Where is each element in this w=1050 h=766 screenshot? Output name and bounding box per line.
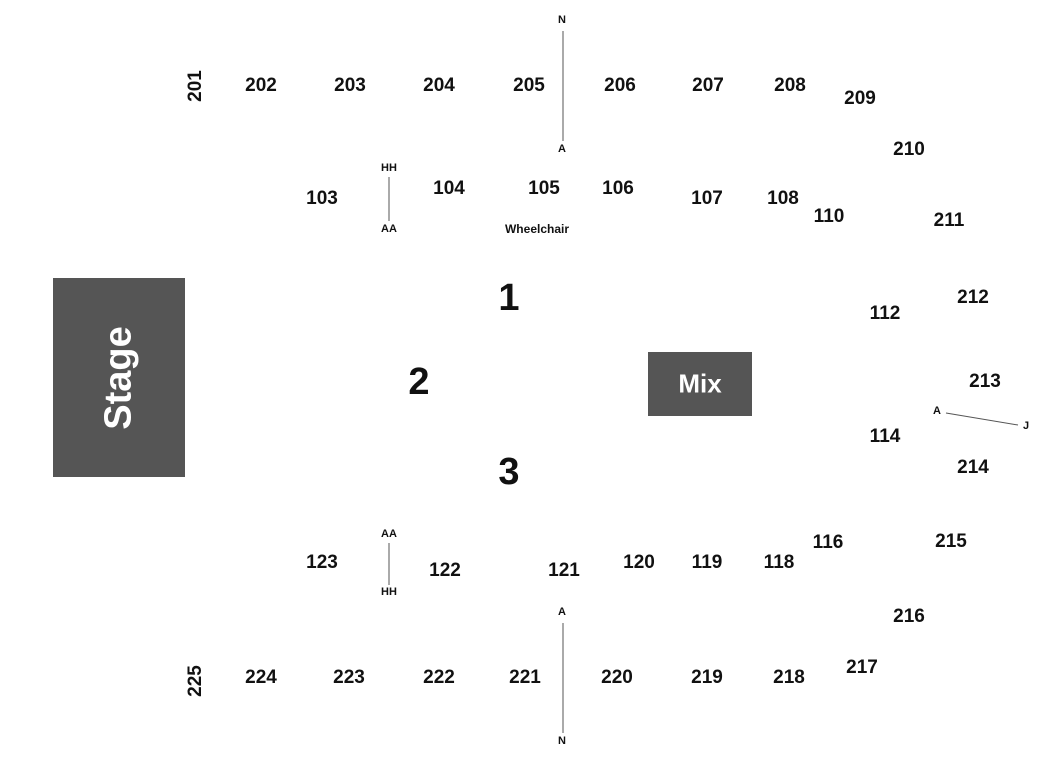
row-line-right-side (945, 412, 1019, 426)
floor-zone-1[interactable]: 1 (498, 277, 520, 319)
floor-zone-2[interactable]: 2 (408, 361, 430, 403)
mix-label: Mix (678, 368, 722, 399)
section-210[interactable]: 210 (893, 139, 925, 160)
wheelchair-label: Wheelchair (504, 222, 570, 236)
stage-label: Stage (97, 325, 140, 430)
section-206[interactable]: 206 (604, 75, 636, 96)
row-marker-lower-hh: HH (381, 586, 397, 598)
section-114[interactable]: 114 (869, 426, 901, 447)
section-103[interactable]: 103 (306, 188, 338, 209)
row-marker-top-a: A (558, 143, 566, 155)
section-220[interactable]: 220 (601, 667, 633, 688)
section-221[interactable]: 221 (509, 667, 541, 688)
section-209[interactable]: 209 (844, 88, 876, 109)
section-112[interactable]: 112 (869, 303, 901, 324)
section-205[interactable]: 205 (513, 75, 545, 96)
row-marker-top-n: N (558, 14, 566, 26)
floor-zone-3[interactable]: 3 (498, 451, 520, 493)
section-218[interactable]: 218 (773, 667, 805, 688)
section-122[interactable]: 122 (429, 560, 461, 581)
section-225[interactable]: 225 (185, 665, 206, 697)
section-212[interactable]: 212 (957, 287, 989, 308)
row-marker-right-a: A (933, 405, 941, 417)
section-108[interactable]: 108 (767, 188, 799, 209)
section-216[interactable]: 216 (893, 606, 925, 627)
section-116[interactable]: 116 (812, 532, 844, 553)
row-marker-right-j: J (1022, 420, 1030, 432)
section-123[interactable]: 123 (306, 552, 338, 573)
row-marker-bottom-n: N (558, 735, 566, 747)
section-215[interactable]: 215 (935, 531, 967, 552)
row-marker-lower-aa: AA (381, 528, 397, 540)
section-224[interactable]: 224 (245, 667, 277, 688)
section-121[interactable]: 121 (548, 560, 580, 581)
section-222[interactable]: 222 (423, 667, 455, 688)
section-104[interactable]: 104 (433, 178, 465, 199)
section-219[interactable]: 219 (691, 667, 723, 688)
section-105[interactable]: 105 (528, 178, 560, 199)
row-marker-bottom-a: A (558, 606, 566, 618)
section-211[interactable]: 211 (933, 210, 965, 231)
section-119[interactable]: 119 (691, 552, 723, 573)
section-202[interactable]: 202 (245, 75, 277, 96)
section-201[interactable]: 201 (185, 70, 206, 102)
section-106[interactable]: 106 (602, 178, 634, 199)
section-214[interactable]: 214 (957, 457, 989, 478)
section-120[interactable]: 120 (623, 552, 655, 573)
section-217[interactable]: 217 (846, 657, 878, 678)
section-118[interactable]: 118 (763, 552, 795, 573)
section-208[interactable]: 208 (774, 75, 806, 96)
section-223[interactable]: 223 (333, 667, 365, 688)
section-203[interactable]: 203 (334, 75, 366, 96)
mix-position: Mix (648, 352, 752, 416)
row-marker-upper-aa: AA (381, 223, 397, 235)
section-204[interactable]: 204 (423, 75, 455, 96)
section-110[interactable]: 110 (813, 206, 845, 227)
row-marker-upper-hh: HH (381, 162, 397, 174)
stage-block: Stage (53, 278, 185, 477)
section-213[interactable]: 213 (969, 371, 1001, 392)
section-207[interactable]: 207 (692, 75, 724, 96)
section-107[interactable]: 107 (691, 188, 723, 209)
